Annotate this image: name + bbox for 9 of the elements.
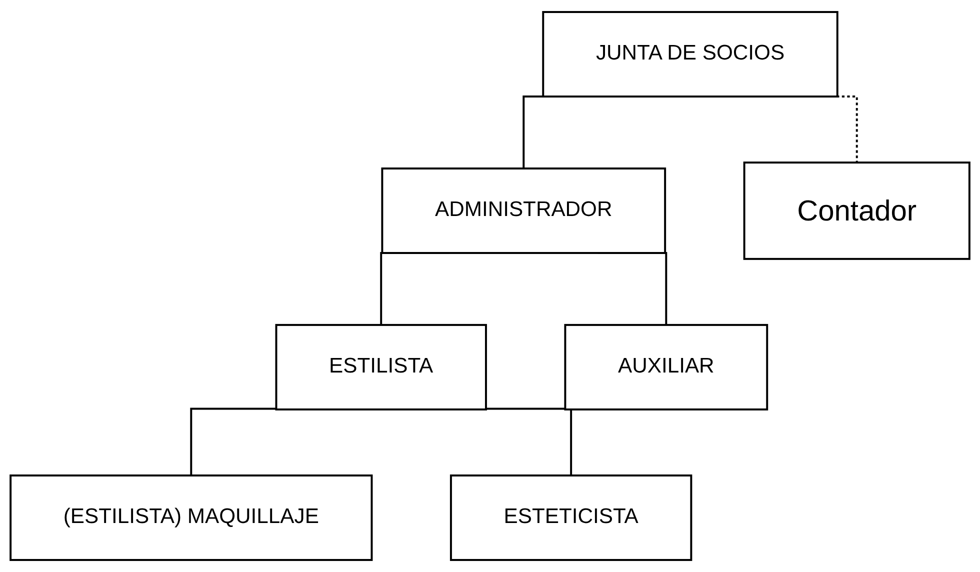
node-box: JUNTA DE SOCIOS bbox=[542, 11, 838, 98]
connector bbox=[486, 408, 572, 476]
node-box: (ESTILISTA) MAQUILLAJE bbox=[10, 474, 373, 561]
node-box: AUXILIAR bbox=[564, 324, 768, 410]
node-box: ESTILISTA bbox=[275, 324, 487, 410]
node-box: ESTETICISTA bbox=[450, 474, 692, 561]
connector bbox=[190, 408, 276, 476]
node-box: Contador bbox=[743, 162, 970, 260]
node-box: ADMINISTRADOR bbox=[381, 168, 666, 254]
